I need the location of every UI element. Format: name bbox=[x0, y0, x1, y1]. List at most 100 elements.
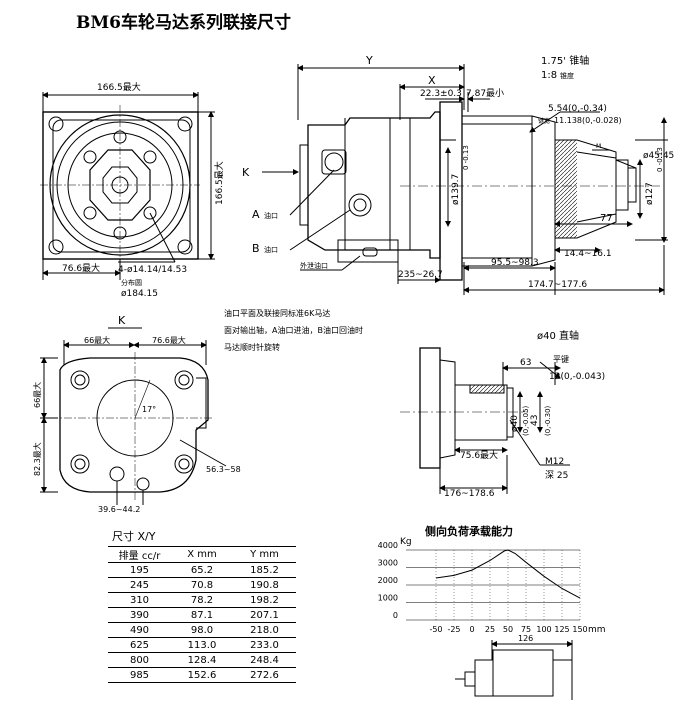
cell-displacement: 310 bbox=[108, 592, 171, 608]
x-tick-label: -25 bbox=[447, 625, 460, 634]
y-tick-label: 1000 bbox=[378, 594, 398, 603]
x-tick-label: 150 bbox=[572, 625, 587, 634]
k-angle-label: 17° bbox=[142, 405, 156, 414]
cell-x: 65.2 bbox=[171, 562, 233, 578]
header-x: X mm bbox=[171, 546, 233, 563]
cell-x: 128.4 bbox=[171, 652, 233, 668]
dia-127-label: ø127 bbox=[645, 182, 655, 205]
holes-label: 4-ø14.14/14.53 bbox=[118, 265, 187, 275]
y-tick-label: 0 bbox=[393, 611, 398, 620]
port-a-label: 油口 bbox=[264, 211, 278, 220]
x-tick-label: 100 bbox=[536, 625, 551, 634]
chart-ylabel: Kg bbox=[400, 537, 412, 547]
k-dim-823-label: 82.3最大 bbox=[32, 442, 42, 476]
k-dim-563-label: 56.3~58 bbox=[206, 465, 241, 474]
dim-22-label: 22.3±0.3 bbox=[420, 89, 462, 99]
straight-dim-756: 75.6最大 bbox=[460, 449, 498, 461]
dim-235-label: 235~26.7 bbox=[398, 270, 443, 280]
pcd-note: 分布圆 bbox=[121, 278, 142, 287]
cell-displacement: 800 bbox=[108, 652, 171, 668]
header-displacement: 排量 cc/r bbox=[108, 546, 171, 563]
cell-x: 152.6 bbox=[171, 667, 233, 683]
cell-displacement: 245 bbox=[108, 577, 171, 593]
port-a-letter: A bbox=[252, 208, 260, 221]
straight-dim-12: 12(0,-0.043) bbox=[549, 372, 605, 382]
y-label: Y bbox=[365, 54, 373, 67]
chart-title: 侧向负荷承载能力 bbox=[425, 524, 513, 538]
straight-dim-63: 63 bbox=[520, 358, 531, 368]
k-dim-66-label: 66最大 bbox=[84, 335, 110, 345]
x-label: X bbox=[428, 74, 436, 87]
k-view bbox=[40, 327, 227, 505]
dia-4545-label: ø45.45 bbox=[643, 151, 674, 161]
front-height-label: 166.5最大 bbox=[213, 161, 225, 205]
cell-x: 87.1 bbox=[171, 607, 233, 623]
x-tick-label: 0 bbox=[469, 625, 474, 634]
key-label: 5.54(0,-0.34) bbox=[548, 104, 607, 114]
dim-144-label: 14.4~16.1 bbox=[564, 249, 612, 259]
x-tick-label: 25 bbox=[485, 625, 495, 634]
cell-y: 218.0 bbox=[233, 622, 296, 638]
y-tick-label: 4000 bbox=[378, 541, 398, 550]
x-tick-label: 50 bbox=[503, 625, 513, 634]
x-tick-label: 125 bbox=[554, 625, 569, 634]
chart-xunit: mm bbox=[588, 625, 606, 635]
x-tick-label: -50 bbox=[429, 625, 442, 634]
y-tick-label: 3000 bbox=[378, 559, 398, 568]
straight-key-label: 平键 bbox=[553, 354, 569, 364]
straight-thread: M12 bbox=[545, 457, 564, 467]
cell-displacement: 985 bbox=[108, 667, 171, 683]
k-view-marker: K bbox=[242, 166, 250, 179]
straight-dia-40: ø40 bbox=[510, 415, 520, 432]
page-title: BM6车轮马达系列联接尺寸 bbox=[76, 13, 292, 33]
cell-y: 233.0 bbox=[233, 637, 296, 653]
size-table-title: 尺寸 X/Y bbox=[112, 530, 156, 543]
key-width-prefix: 键宽 bbox=[538, 117, 550, 125]
dim-1747-label: 174.7~177.6 bbox=[528, 280, 587, 290]
straight-dim-176: 176~178.6 bbox=[444, 489, 495, 499]
k-dim-66v-label: 66最大 bbox=[32, 382, 42, 408]
cell-y: 190.8 bbox=[233, 577, 296, 593]
load-curve-line bbox=[435, 549, 509, 579]
load-curve-line bbox=[507, 549, 581, 599]
straight-shaft-view bbox=[400, 347, 570, 494]
dia-127-tol: 0 -0.13 bbox=[656, 147, 664, 172]
dia-1397-tol: 0 -0.13 bbox=[462, 145, 470, 170]
straight-dim-43-tol: (0,-0.30) bbox=[544, 405, 552, 436]
straight-dim-43: 43 bbox=[530, 415, 540, 426]
note-line-2: 面对输出轴，A油口进油，B油口回油时 bbox=[224, 325, 363, 335]
dim-955-label: 95.5~98.3 bbox=[491, 258, 539, 268]
key-width-label: 11.138(0,-0.028) bbox=[554, 116, 622, 125]
dia-1397-label: ø139.7 bbox=[451, 174, 461, 205]
taper-small-label: M bbox=[596, 143, 601, 150]
cell-displacement: 625 bbox=[108, 637, 171, 653]
front-width-label: 166.5最大 bbox=[97, 81, 141, 93]
taper-label: 1.75' 锥轴 bbox=[541, 54, 589, 67]
straight-dia-40-tol: (0,-0.05) bbox=[522, 405, 530, 436]
dim-787-label: 7.87最小 bbox=[466, 88, 504, 99]
x-tick-label: 75 bbox=[521, 625, 531, 634]
straight-shaft-title: ø40 直轴 bbox=[537, 329, 579, 342]
cell-y: 198.2 bbox=[233, 592, 296, 608]
k-dim-766-label: 76.6最大 bbox=[152, 335, 186, 345]
front-offset-label: 76.6最大 bbox=[62, 262, 100, 274]
k-view-title: K bbox=[118, 314, 126, 327]
bracket-dim-label: 126 bbox=[518, 634, 533, 643]
y-tick-label: 2000 bbox=[378, 576, 398, 585]
side-view bbox=[262, 64, 668, 295]
k-dim-396-label: 39.6~44.2 bbox=[98, 505, 140, 514]
port-b-letter: B bbox=[252, 242, 260, 255]
cell-displacement: 390 bbox=[108, 607, 171, 623]
cell-x: 113.0 bbox=[171, 637, 233, 653]
cell-x: 78.2 bbox=[171, 592, 233, 608]
cell-y: 185.2 bbox=[233, 562, 296, 578]
